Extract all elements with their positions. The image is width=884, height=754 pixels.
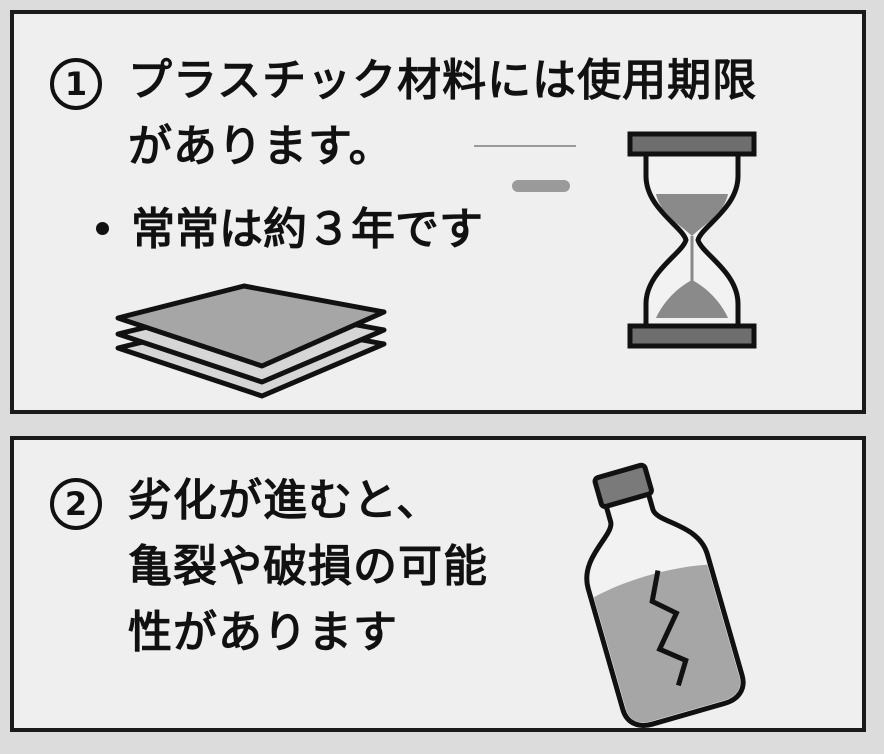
panel1-bullet-text: 常常は約３年です [131, 204, 483, 255]
cracked-bottle-icon [584, 462, 746, 728]
bottle-liquid [593, 564, 741, 723]
crack-line [649, 570, 689, 687]
panel1-bullet: 常常は約３年です [96, 202, 483, 258]
panel2-line3: 性があります [128, 607, 398, 658]
panel1-heading-line1: プラスチック材料には使用期限 [128, 55, 758, 106]
step-number-1: 1 [50, 58, 102, 110]
panel2-line1: 劣化が進むと、 [128, 475, 442, 526]
panel-expiration: 1 プラスチック材料には使用期限 があります。 常常は約３年です [10, 10, 866, 414]
panel-degradation: 2 劣化が進むと、 亀裂や破損の可能 性があります [10, 436, 866, 732]
panel2-line2: 亀裂や破損の可能 [128, 541, 488, 592]
step-number-2: 2 [50, 478, 102, 530]
panel1-heading-line2: があります。 [128, 121, 394, 172]
sand-top [656, 194, 728, 236]
bullet-dot [96, 221, 109, 235]
sheet-top [115, 283, 387, 369]
plastic-sheets-icon [115, 283, 387, 399]
decorative-marks [474, 145, 576, 192]
hourglass-icon [627, 131, 757, 349]
sand-bottom [656, 280, 728, 318]
